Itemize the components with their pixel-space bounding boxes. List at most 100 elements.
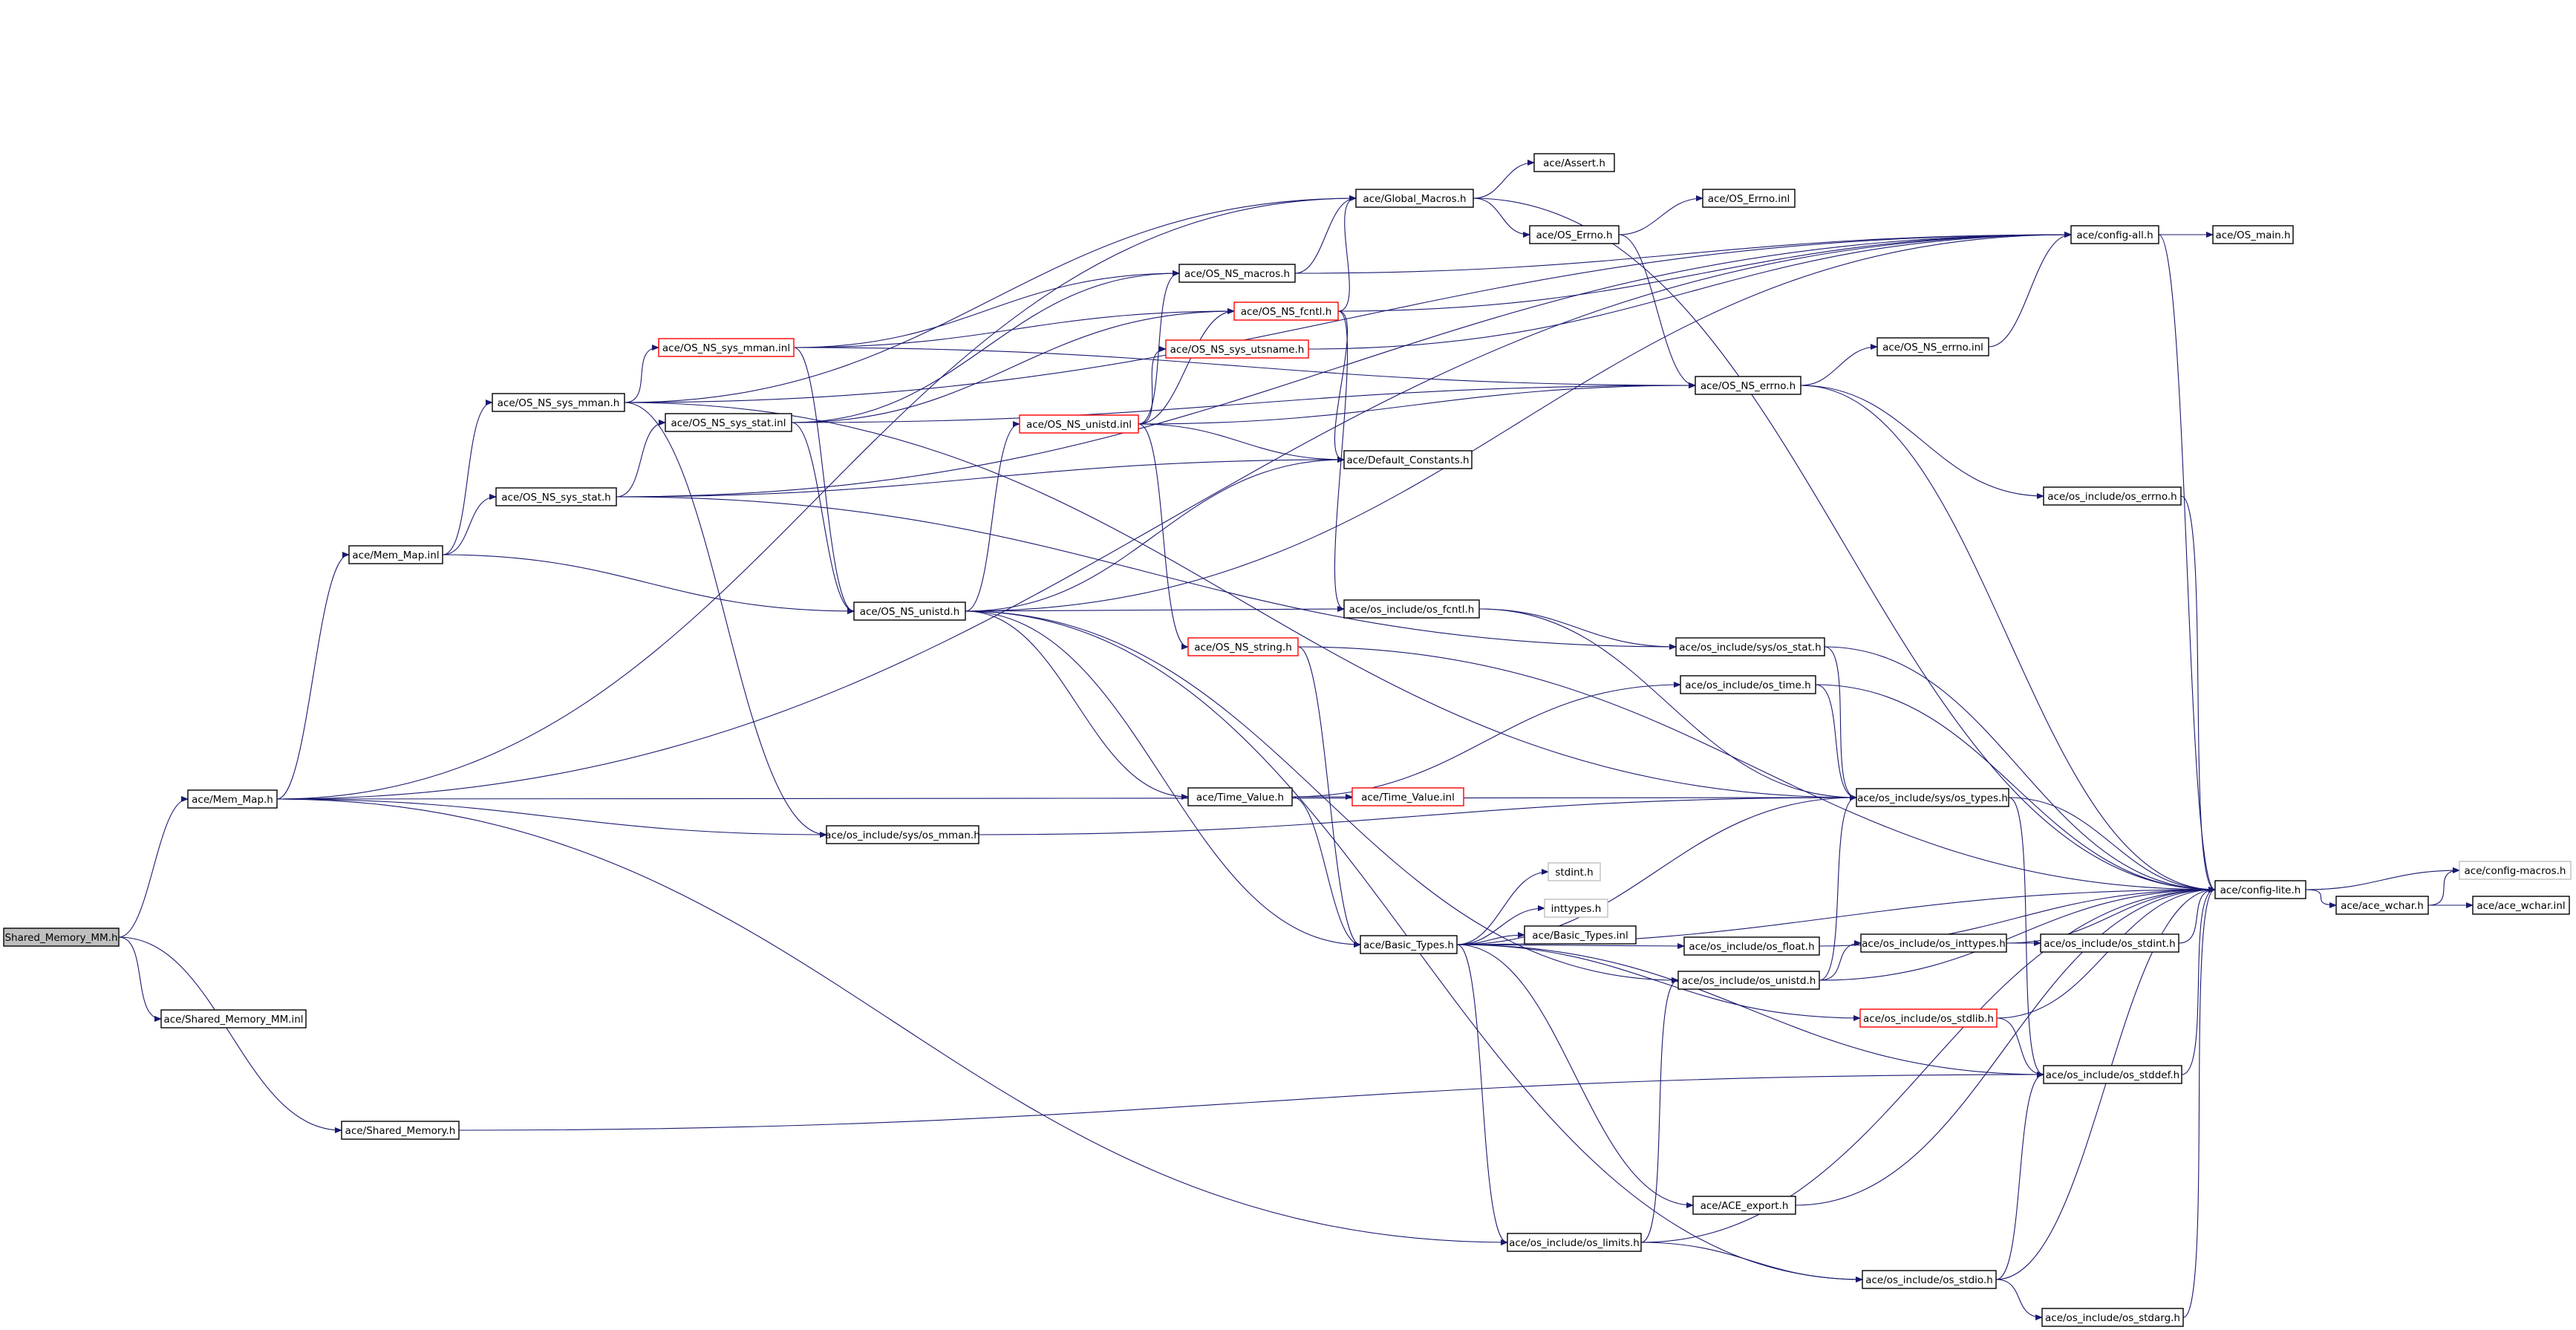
graph-node-osinc-limits-h[interactable]: ace/os_include/os_limits.h	[1507, 1233, 1642, 1252]
node-box[interactable]	[1165, 339, 1309, 359]
graph-node-ossysstat-h[interactable]: ace/OS_NS_sys_stat.h	[495, 487, 617, 506]
graph-node-memmap-inl[interactable]: ace/Mem_Map.inl	[348, 545, 443, 564]
node-box[interactable]	[1187, 637, 1299, 656]
graph-node-stdint-h[interactable]: stdint.h	[1548, 862, 1601, 881]
node-box[interactable]	[1355, 189, 1474, 208]
graph-node-sm-h[interactable]: ace/Shared_Memory.h	[341, 1121, 460, 1140]
node-box[interactable]	[853, 602, 966, 621]
graph-node-root[interactable]: Shared_Memory_MM.h	[3, 928, 120, 947]
node-box[interactable]	[1862, 1270, 1997, 1289]
node-box[interactable]	[1529, 225, 1620, 244]
node-box[interactable]	[160, 1009, 307, 1029]
graph-node-osnserrno-inl[interactable]: ace/OS_NS_errno.inl	[1876, 337, 1989, 356]
node-box[interactable]	[1343, 599, 1480, 619]
node-box[interactable]	[2335, 896, 2429, 915]
node-box[interactable]	[1856, 788, 2009, 807]
node-box[interactable]	[2070, 225, 2159, 244]
graph-node-oserrno-inl[interactable]: ace/OS_Errno.inl	[1702, 189, 1796, 208]
node-box[interactable]	[2043, 1065, 2182, 1084]
graph-node-ossysmman-h[interactable]: ace/OS_NS_sys_mman.h	[492, 393, 625, 412]
graph-node-globalmacros-h[interactable]: ace/Global_Macros.h	[1355, 189, 1474, 208]
node-box[interactable]	[1233, 301, 1339, 321]
graph-node-smm-inl[interactable]: ace/Shared_Memory_MM.inl	[160, 1009, 307, 1029]
node-box[interactable]	[1544, 899, 1608, 918]
node-box[interactable]	[187, 789, 278, 809]
node-box[interactable]	[1178, 264, 1296, 283]
graph-node-basictypes-h[interactable]: ace/Basic_Types.h	[1360, 935, 1458, 954]
node-box[interactable]	[1680, 675, 1816, 694]
node-box[interactable]	[1677, 971, 1820, 990]
graph-node-osinc-stdarg-h[interactable]: ace/os_include/os_stdarg.h	[2041, 1308, 2184, 1327]
graph-node-osinc-sysmman-h[interactable]: ace/os_include/sys/os_mman.h	[825, 825, 980, 844]
graph-node-osinc-fcntl-h[interactable]: ace/os_include/os_fcntl.h	[1343, 599, 1480, 619]
graph-node-configlite-h[interactable]: ace/config-lite.h	[2214, 880, 2306, 899]
graph-node-osunistd-inl[interactable]: ace/OS_NS_unistd.inl	[1019, 414, 1139, 434]
node-box[interactable]	[492, 393, 625, 412]
node-box[interactable]	[2043, 486, 2182, 506]
node-box[interactable]	[2041, 1308, 2184, 1327]
graph-node-configall-h[interactable]: ace/config-all.h	[2070, 225, 2159, 244]
graph-node-osinc-sysstat-h[interactable]: ace/os_include/sys/os_stat.h	[1675, 637, 1825, 656]
node-box[interactable]	[341, 1121, 460, 1140]
graph-node-acewchar-h[interactable]: ace/ace_wchar.h	[2335, 896, 2429, 915]
graph-node-osinc-time-h[interactable]: ace/os_include/os_time.h	[1680, 675, 1816, 694]
node-box[interactable]	[658, 338, 795, 357]
graph-node-ossysmman-inl[interactable]: ace/OS_NS_sys_mman.inl	[658, 338, 795, 357]
node-box[interactable]	[1019, 414, 1139, 434]
node-box[interactable]	[2040, 933, 2179, 953]
graph-node-defaultconst-h[interactable]: ace/Default_Constants.h	[1343, 450, 1473, 469]
node-box[interactable]	[2472, 896, 2570, 915]
graph-node-memmap-h[interactable]: ace/Mem_Map.h	[187, 789, 278, 809]
graph-node-osinc-inttypes-h[interactable]: ace/os_include/os_inttypes.h	[1860, 933, 2007, 953]
node-box[interactable]	[1507, 1233, 1642, 1252]
graph-node-osinc-unistd-h[interactable]: ace/os_include/os_unistd.h	[1677, 971, 1820, 990]
node-box[interactable]	[1360, 935, 1458, 954]
node-box[interactable]	[348, 545, 443, 564]
graph-node-timevalue-inl[interactable]: ace/Time_Value.inl	[1351, 787, 1464, 806]
graph-node-timevalue-h[interactable]: ace/Time_Value.h	[1187, 787, 1293, 806]
graph-node-assert-h[interactable]: ace/Assert.h	[1533, 153, 1615, 172]
node-box[interactable]	[1859, 1008, 1998, 1028]
graph-node-osmain-h[interactable]: ace/OS_main.h	[2212, 225, 2294, 244]
graph-node-oserrno-h[interactable]: ace/OS_Errno.h	[1529, 225, 1620, 244]
graph-node-osnserrno-h[interactable]: ace/OS_NS_errno.h	[1695, 376, 1801, 395]
graph-node-osinc-stdint-h[interactable]: ace/os_include/os_stdint.h	[2040, 933, 2179, 953]
graph-node-acewchar-inl[interactable]: ace/ace_wchar.inl	[2472, 896, 2570, 915]
graph-node-osunistd-h[interactable]: ace/OS_NS_unistd.h	[853, 602, 966, 621]
graph-node-osinc-stdio-h[interactable]: ace/os_include/os_stdio.h	[1862, 1270, 1997, 1289]
node-box[interactable]	[1524, 925, 1637, 945]
graph-node-osinc-errno-h[interactable]: ace/os_include/os_errno.h	[2043, 486, 2182, 506]
graph-node-osinc-stdlib-h[interactable]: ace/os_include/os_stdlib.h	[1859, 1008, 1998, 1028]
graph-node-osmacros-h[interactable]: ace/OS_NS_macros.h	[1178, 264, 1296, 283]
node-box[interactable]	[1351, 787, 1464, 806]
graph-node-inttypes-h[interactable]: inttypes.h	[1544, 899, 1608, 918]
node-box[interactable]	[1860, 933, 2007, 953]
node-box[interactable]	[1683, 936, 1820, 956]
node-box[interactable]	[2459, 861, 2572, 880]
graph-node-osstring-h[interactable]: ace/OS_NS_string.h	[1187, 637, 1299, 656]
node-box[interactable]	[1675, 637, 1825, 656]
node-box[interactable]	[3, 928, 120, 947]
graph-node-osinc-systypes-h[interactable]: ace/os_include/sys/os_types.h	[1856, 788, 2009, 807]
node-box[interactable]	[2214, 880, 2306, 899]
node-box[interactable]	[1533, 153, 1615, 172]
node-box[interactable]	[1692, 1196, 1796, 1215]
graph-node-configmacros-h[interactable]: ace/config-macros.h	[2459, 861, 2572, 880]
node-box[interactable]	[1876, 337, 1989, 356]
node-box[interactable]	[1695, 376, 1801, 395]
node-box[interactable]	[665, 413, 792, 432]
node-box[interactable]	[495, 487, 617, 506]
graph-node-basictypes-inl[interactable]: ace/Basic_Types.inl	[1524, 925, 1637, 945]
node-box[interactable]	[2212, 225, 2294, 244]
node-box[interactable]	[1187, 787, 1293, 806]
graph-node-ossysstat-inl[interactable]: ace/OS_NS_sys_stat.inl	[665, 413, 792, 432]
node-box[interactable]	[1548, 862, 1601, 881]
node-box[interactable]	[1702, 189, 1796, 208]
graph-node-aceexport-h[interactable]: ace/ACE_export.h	[1692, 1196, 1796, 1215]
graph-node-osinc-float-h[interactable]: ace/os_include/os_float.h	[1683, 936, 1820, 956]
graph-node-osfcntl-h[interactable]: ace/OS_NS_fcntl.h	[1233, 301, 1339, 321]
graph-node-osinc-stddef-h[interactable]: ace/os_include/os_stddef.h	[2043, 1065, 2182, 1084]
node-box[interactable]	[1343, 450, 1473, 469]
node-box[interactable]	[826, 825, 979, 844]
graph-node-osutsname-h[interactable]: ace/OS_NS_sys_utsname.h	[1165, 339, 1309, 359]
